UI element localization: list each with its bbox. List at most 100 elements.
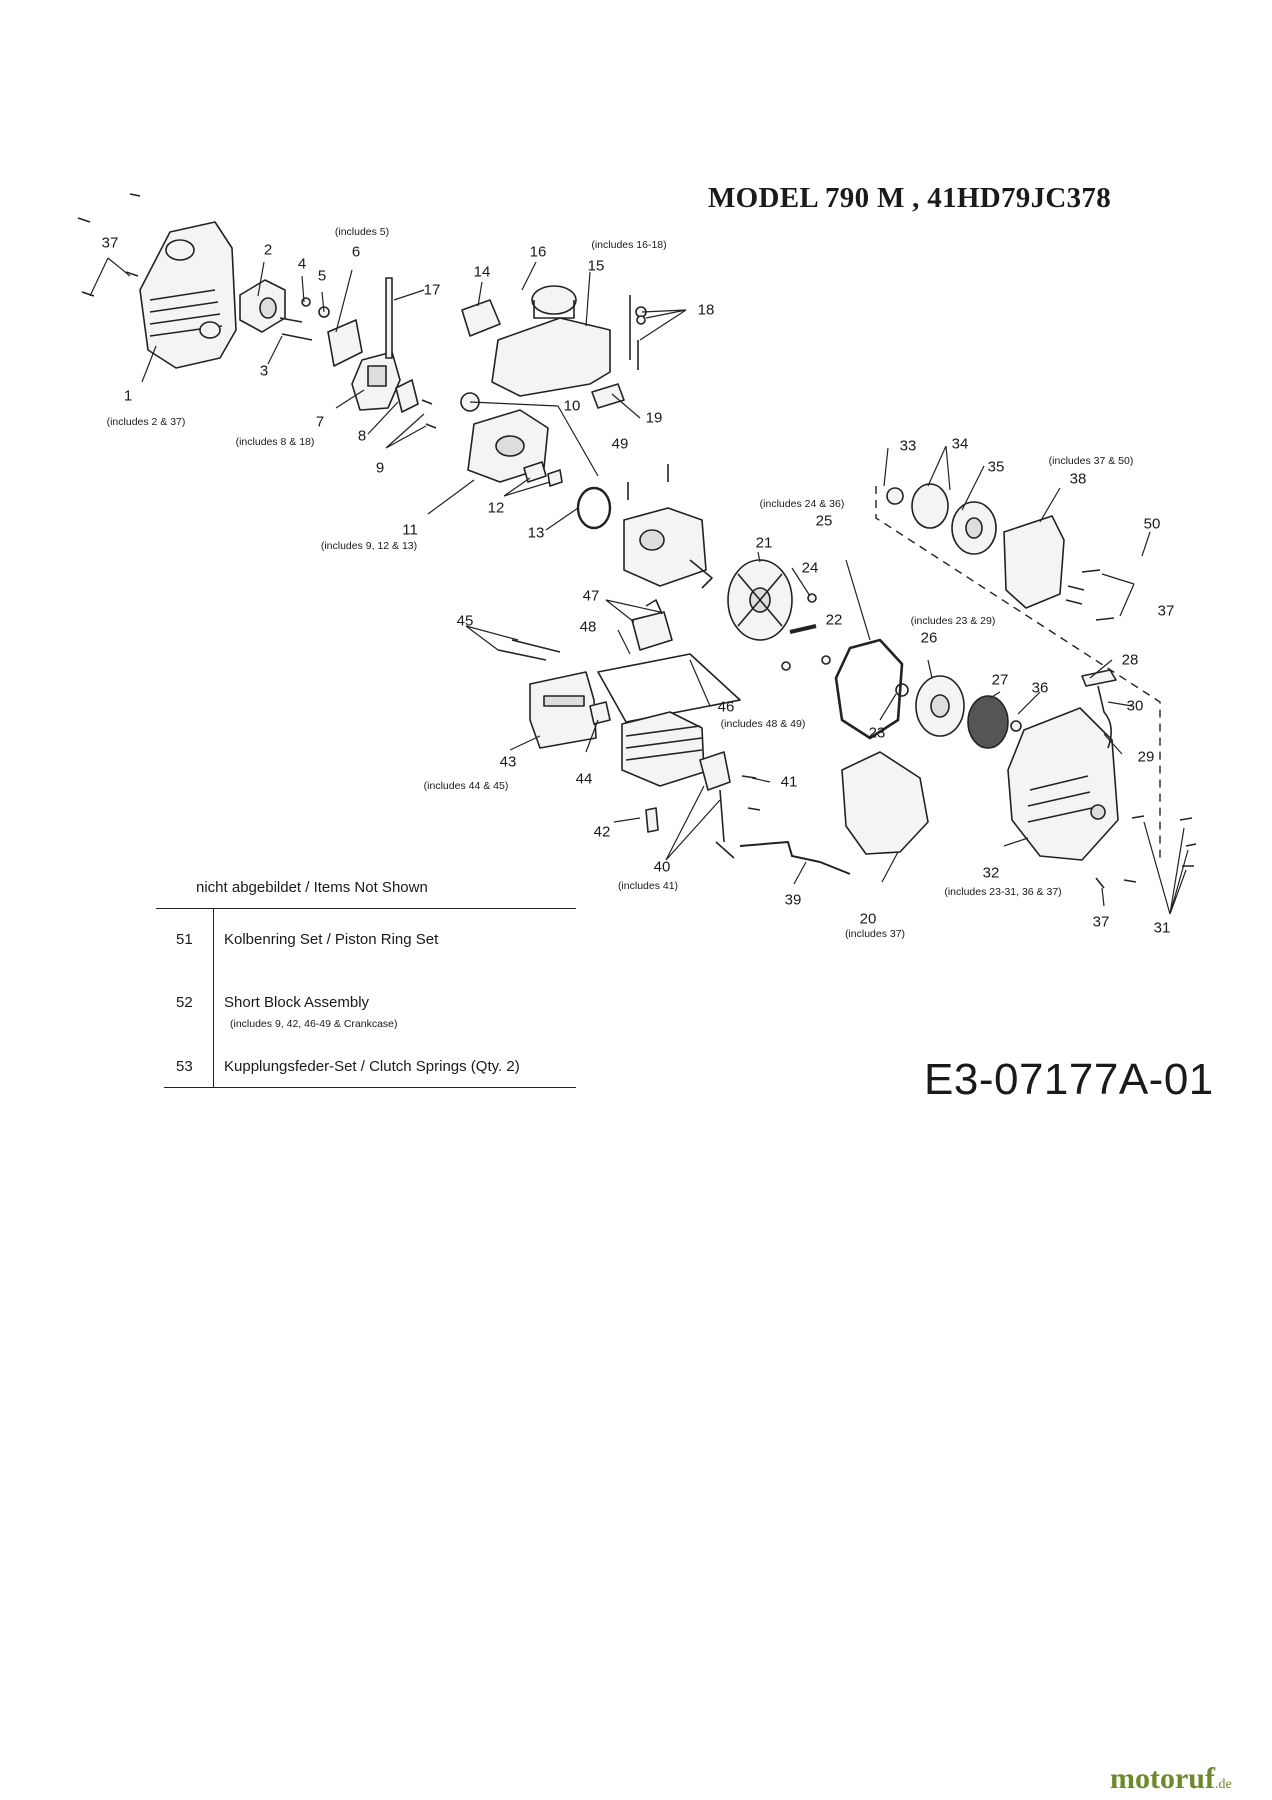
cylinder: [621, 711, 705, 787]
include-note: (includes 37 & 50): [1048, 454, 1134, 467]
callout-label: 2: [263, 241, 273, 259]
items-not-shown-table: 51 Kolbenring Set / Piston Ring Set 52 S…: [156, 908, 576, 1088]
include-note: (includes 48 & 49): [720, 717, 806, 730]
callout-label: 37: [1092, 913, 1110, 931]
callout-label: 48: [579, 618, 597, 636]
include-note: (includes 9, 12 & 13): [320, 539, 418, 552]
callout-label: 47: [582, 587, 600, 605]
include-note: (includes 16-18): [591, 238, 667, 251]
starter-pulley: [915, 675, 965, 737]
motoruf-logo: motoruf.de: [1110, 1762, 1232, 1796]
callout-label: 16: [529, 243, 547, 261]
callout-label: 28: [1121, 651, 1139, 669]
carb-gasket: [395, 379, 419, 413]
crankshaft: [623, 507, 713, 589]
include-note: (includes 8 & 18): [235, 435, 315, 448]
part-description: Short Block Assembly: [224, 994, 370, 1011]
callout-label: 12: [487, 499, 505, 517]
table-rule: [156, 908, 576, 909]
callout-label: 41: [780, 773, 798, 791]
callout-label: 10: [563, 397, 581, 415]
table-rule: [164, 1087, 576, 1088]
logo-suffix: .de: [1214, 1777, 1232, 1792]
callout-label: 36: [1031, 679, 1049, 697]
logo-text: motoruf: [1110, 1762, 1215, 1795]
callout-label: 11: [402, 521, 418, 539]
callout-label: 34: [951, 435, 969, 453]
include-note: (includes 2 & 37): [106, 415, 186, 428]
callout-label: 44: [575, 770, 593, 788]
callout-label: 39: [784, 891, 802, 909]
callout-label: 27: [991, 671, 1009, 689]
callout-label: 3: [259, 362, 269, 380]
callout-label: 17: [423, 281, 441, 299]
callout-label: 40: [653, 858, 671, 876]
table-rule: [213, 908, 214, 1088]
part-number: 52: [176, 994, 193, 1011]
crankcase-housing: [139, 221, 237, 369]
include-note: (includes 37): [844, 927, 906, 940]
include-note: (includes 44 & 45): [423, 779, 509, 792]
model-title: MODEL 790 M , 41HD79JC378: [708, 182, 1112, 214]
include-note: (includes 24 & 36): [759, 497, 845, 510]
air-filter-cover: [491, 285, 611, 397]
include-note: (includes 23 & 29): [910, 614, 996, 627]
callout-label: 13: [527, 524, 545, 542]
callout-label: 1: [123, 387, 133, 405]
callout-label: 20: [859, 910, 877, 928]
starter-housing: [1007, 707, 1119, 861]
cover-plate: [834, 638, 904, 740]
flywheel: [727, 559, 793, 641]
callout-label: 24: [801, 559, 819, 577]
items-not-shown-heading: nicht abgebildet / Items Not Shown: [196, 879, 428, 896]
part-description: Kolbenring Set / Piston Ring Set: [224, 931, 439, 948]
callout-label: 5: [317, 267, 327, 285]
callout-label: 15: [587, 257, 605, 275]
callout-label: 45: [456, 612, 474, 630]
clutch-assembly: [911, 483, 997, 555]
callout-label: 37: [101, 234, 119, 252]
callout-label: 26: [920, 629, 938, 647]
callout-label: 29: [1137, 748, 1155, 766]
callout-label: 19: [645, 409, 663, 427]
callout-label: 49: [611, 435, 629, 453]
callout-label: 37: [1157, 602, 1175, 620]
callout-label: 21: [755, 534, 773, 552]
callout-label: 7: [315, 413, 325, 431]
air-box: [467, 409, 549, 483]
callout-label: 25: [815, 512, 833, 530]
callout-label: 23: [868, 724, 886, 742]
callout-label: 8: [357, 427, 367, 445]
part-note: (includes 9, 42, 46-49 & Crankcase): [230, 1018, 398, 1030]
callout-label: 31: [1153, 919, 1171, 937]
part-description: Kupplungsfeder-Set / Clutch Springs (Qty…: [224, 1058, 520, 1075]
callout-label: 43: [499, 753, 517, 771]
callout-label: 30: [1126, 697, 1144, 715]
callout-label: 46: [717, 698, 735, 716]
ignition-coil: [699, 751, 735, 859]
starter-handle: [1081, 669, 1117, 687]
carburetor: [351, 351, 401, 411]
callout-label: 14: [473, 263, 491, 281]
o-ring: [576, 486, 612, 530]
part-number: 53: [176, 1058, 193, 1075]
callout-label: 33: [899, 437, 917, 455]
include-note: (includes 5): [334, 225, 390, 238]
air-filter: [461, 299, 501, 337]
callout-label: 50: [1143, 515, 1161, 533]
callout-label: 18: [697, 301, 715, 319]
recoil-spring: [967, 695, 1009, 749]
callout-label: 35: [987, 458, 1005, 476]
fan-cover: [841, 751, 929, 855]
callout-label: 4: [297, 255, 307, 273]
clip: [591, 383, 625, 409]
rod: [385, 277, 393, 359]
callout-label: 38: [1069, 470, 1087, 488]
include-note: (includes 41): [617, 879, 679, 892]
callout-label: 32: [982, 864, 1000, 882]
spark-plug: [645, 807, 659, 833]
clutch-housing: [1003, 515, 1065, 609]
piston: [631, 599, 673, 651]
callout-label: 9: [375, 459, 385, 477]
